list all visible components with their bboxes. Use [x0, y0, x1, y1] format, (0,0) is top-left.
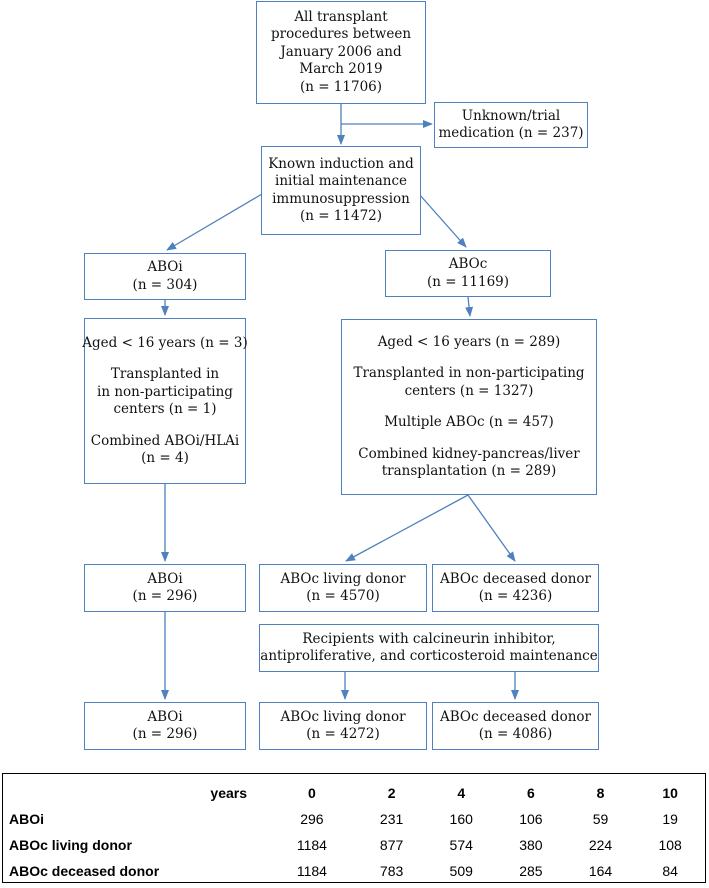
aboi-box-1: ABOi (n = 304): [84, 253, 246, 300]
box-line: ABOc living donor: [280, 570, 406, 587]
arrow-aboc-to-excl: [465, 296, 474, 317]
table-row: ABOc living donor 1184 877 574 380 224 1…: [3, 832, 705, 858]
box-line: (n = 296): [132, 726, 198, 742]
box-line: in non-participating: [97, 383, 233, 400]
table-cell: 19: [662, 811, 678, 827]
table-cell: 574: [449, 837, 473, 853]
table-cell: 231: [379, 811, 404, 827]
box-line: Transplanted in non-participating: [353, 365, 585, 381]
box-line: March 2019: [299, 61, 383, 78]
aboc-exclusions-box: Aged < 16 years (n = 289) Transplanted i…: [341, 319, 597, 495]
box-line: (n = 4570): [306, 588, 380, 604]
box-line: ABOc deceased donor: [440, 708, 591, 725]
table-cell: 1184: [296, 837, 327, 853]
year-header: 6: [526, 785, 535, 801]
table-cell: 84: [662, 863, 678, 879]
box-line: Combined kidney-pancreas/liver: [358, 445, 580, 462]
table-cell: 160: [449, 811, 473, 827]
table-row: ABOc deceased donor 1184 783 509 285 164…: [3, 858, 705, 884]
table-cell: 106: [519, 811, 543, 827]
box-line: Known induction and: [268, 155, 414, 172]
table-cell: 783: [379, 863, 404, 879]
aboc-deceased-donor-box-2: ABOc deceased donor (n = 4086): [432, 702, 599, 750]
aboc-living-donor-box-1: ABOc living donor (n = 4570): [259, 564, 427, 612]
flowchart: All transplant procedures between Januar…: [82, 1, 599, 750]
recipients-maintenance-box: Recipients with calcineurin inhibitor, a…: [259, 624, 599, 672]
box-line: antiproliferative, and corticosteroid ma…: [260, 648, 598, 664]
box-line: centers (n = 1): [113, 401, 217, 417]
at-risk-grid: years 0 2 4 6 8 10 ABOi 296 231 160 106 …: [3, 780, 705, 884]
box-line: (n = 4): [141, 450, 189, 466]
year-header: 4: [457, 785, 466, 801]
box-line: (n = 11706): [299, 78, 383, 95]
box-line: Combined ABOi/HLAi: [90, 432, 240, 449]
box-line: (n = 11169): [426, 273, 510, 290]
box-line: January 2006 and: [280, 43, 402, 60]
year-header: 2: [387, 785, 396, 801]
year-header: 10: [662, 785, 678, 801]
table-cell: 380: [519, 837, 543, 853]
arrow-aboc-excl-to-deceased: [467, 494, 516, 562]
table-cell: 285: [519, 863, 543, 879]
box-line: centers (n = 1327): [404, 382, 534, 399]
table-cell: 296: [300, 811, 324, 827]
box-line: Transplanted in: [110, 366, 220, 382]
box-line: Aged < 16 years (n = 289): [377, 333, 561, 350]
box-line: medication (n = 237): [438, 125, 584, 141]
arrow-known-to-aboi: [166, 193, 263, 251]
box-line: ABOi: [147, 570, 183, 587]
arrow-known-to-aboc: [418, 193, 467, 248]
all-procedures-box: All transplant procedures between Januar…: [256, 1, 426, 104]
years-header-label: years: [210, 785, 247, 801]
box-line: (n = 304): [132, 276, 198, 293]
box-line: initial maintenance: [275, 173, 407, 189]
aboi-exclusions-box: Aged < 16 years (n = 3) Transplanted in …: [82, 318, 248, 484]
box-line: (n = 4086): [478, 726, 553, 742]
box-line: ABOi: [147, 259, 183, 275]
unknown-medication-box: Unknown/trial medication (n = 237): [434, 102, 588, 148]
box-line: ABOc living donor: [280, 708, 406, 725]
row-label: ABOi: [9, 811, 44, 827]
table-row: ABOi 296 231 160 106 59 19: [3, 806, 705, 832]
at-risk-table: years 0 2 4 6 8 10 ABOi 296 231 160 106 …: [2, 773, 706, 883]
known-immunosuppression-box: Known induction and initial maintenance …: [261, 146, 421, 235]
box-line: immunosuppression: [272, 190, 410, 207]
box-line: Unknown/trial: [461, 107, 561, 124]
box-line: Recipients with calcineurin inhibitor,: [302, 630, 556, 647]
box-line: (n = 296): [132, 588, 198, 604]
table-cell: 164: [588, 863, 613, 879]
box-line: Multiple ABOc (n = 457): [384, 414, 554, 430]
table-cell: 509: [449, 863, 473, 879]
box-line: (n = 11472): [299, 208, 383, 224]
arrow-aboc-excl-to-living: [345, 494, 469, 562]
aboi-box-2: ABOi (n = 296): [84, 564, 246, 612]
aboc-box-1: ABOc (n = 11169): [385, 250, 551, 297]
table-cell: 224: [588, 837, 613, 853]
year-header: 0: [307, 785, 316, 801]
flowchart-arrows: [161, 104, 519, 700]
box-line: ABOi: [147, 708, 183, 725]
table-cell: 59: [592, 811, 609, 827]
table-cell: 108: [658, 837, 682, 853]
row-label: ABOc deceased donor: [9, 863, 160, 879]
box-line: Aged < 16 years (n = 3): [82, 334, 248, 351]
box-line: (n = 4272): [306, 726, 380, 742]
aboc-living-donor-box-2: ABOc living donor (n = 4272): [259, 702, 427, 750]
aboi-box-3: ABOi (n = 296): [84, 702, 246, 750]
box-line: All transplant: [294, 8, 388, 25]
table-cell: 1184: [296, 863, 327, 879]
box-line: ABOc: [448, 256, 488, 272]
box-line: transplantation (n = 289): [381, 463, 557, 479]
table-cell: 877: [379, 837, 404, 853]
table-header-row: years 0 2 4 6 8 10: [3, 780, 705, 806]
row-label: ABOc living donor: [9, 837, 132, 853]
year-header: 8: [596, 785, 605, 801]
box-line: ABOc deceased donor: [440, 570, 591, 587]
aboc-deceased-donor-box-1: ABOc deceased donor (n = 4236): [432, 564, 599, 612]
box-line: procedures between: [270, 26, 412, 43]
box-line: (n = 4236): [478, 588, 553, 604]
